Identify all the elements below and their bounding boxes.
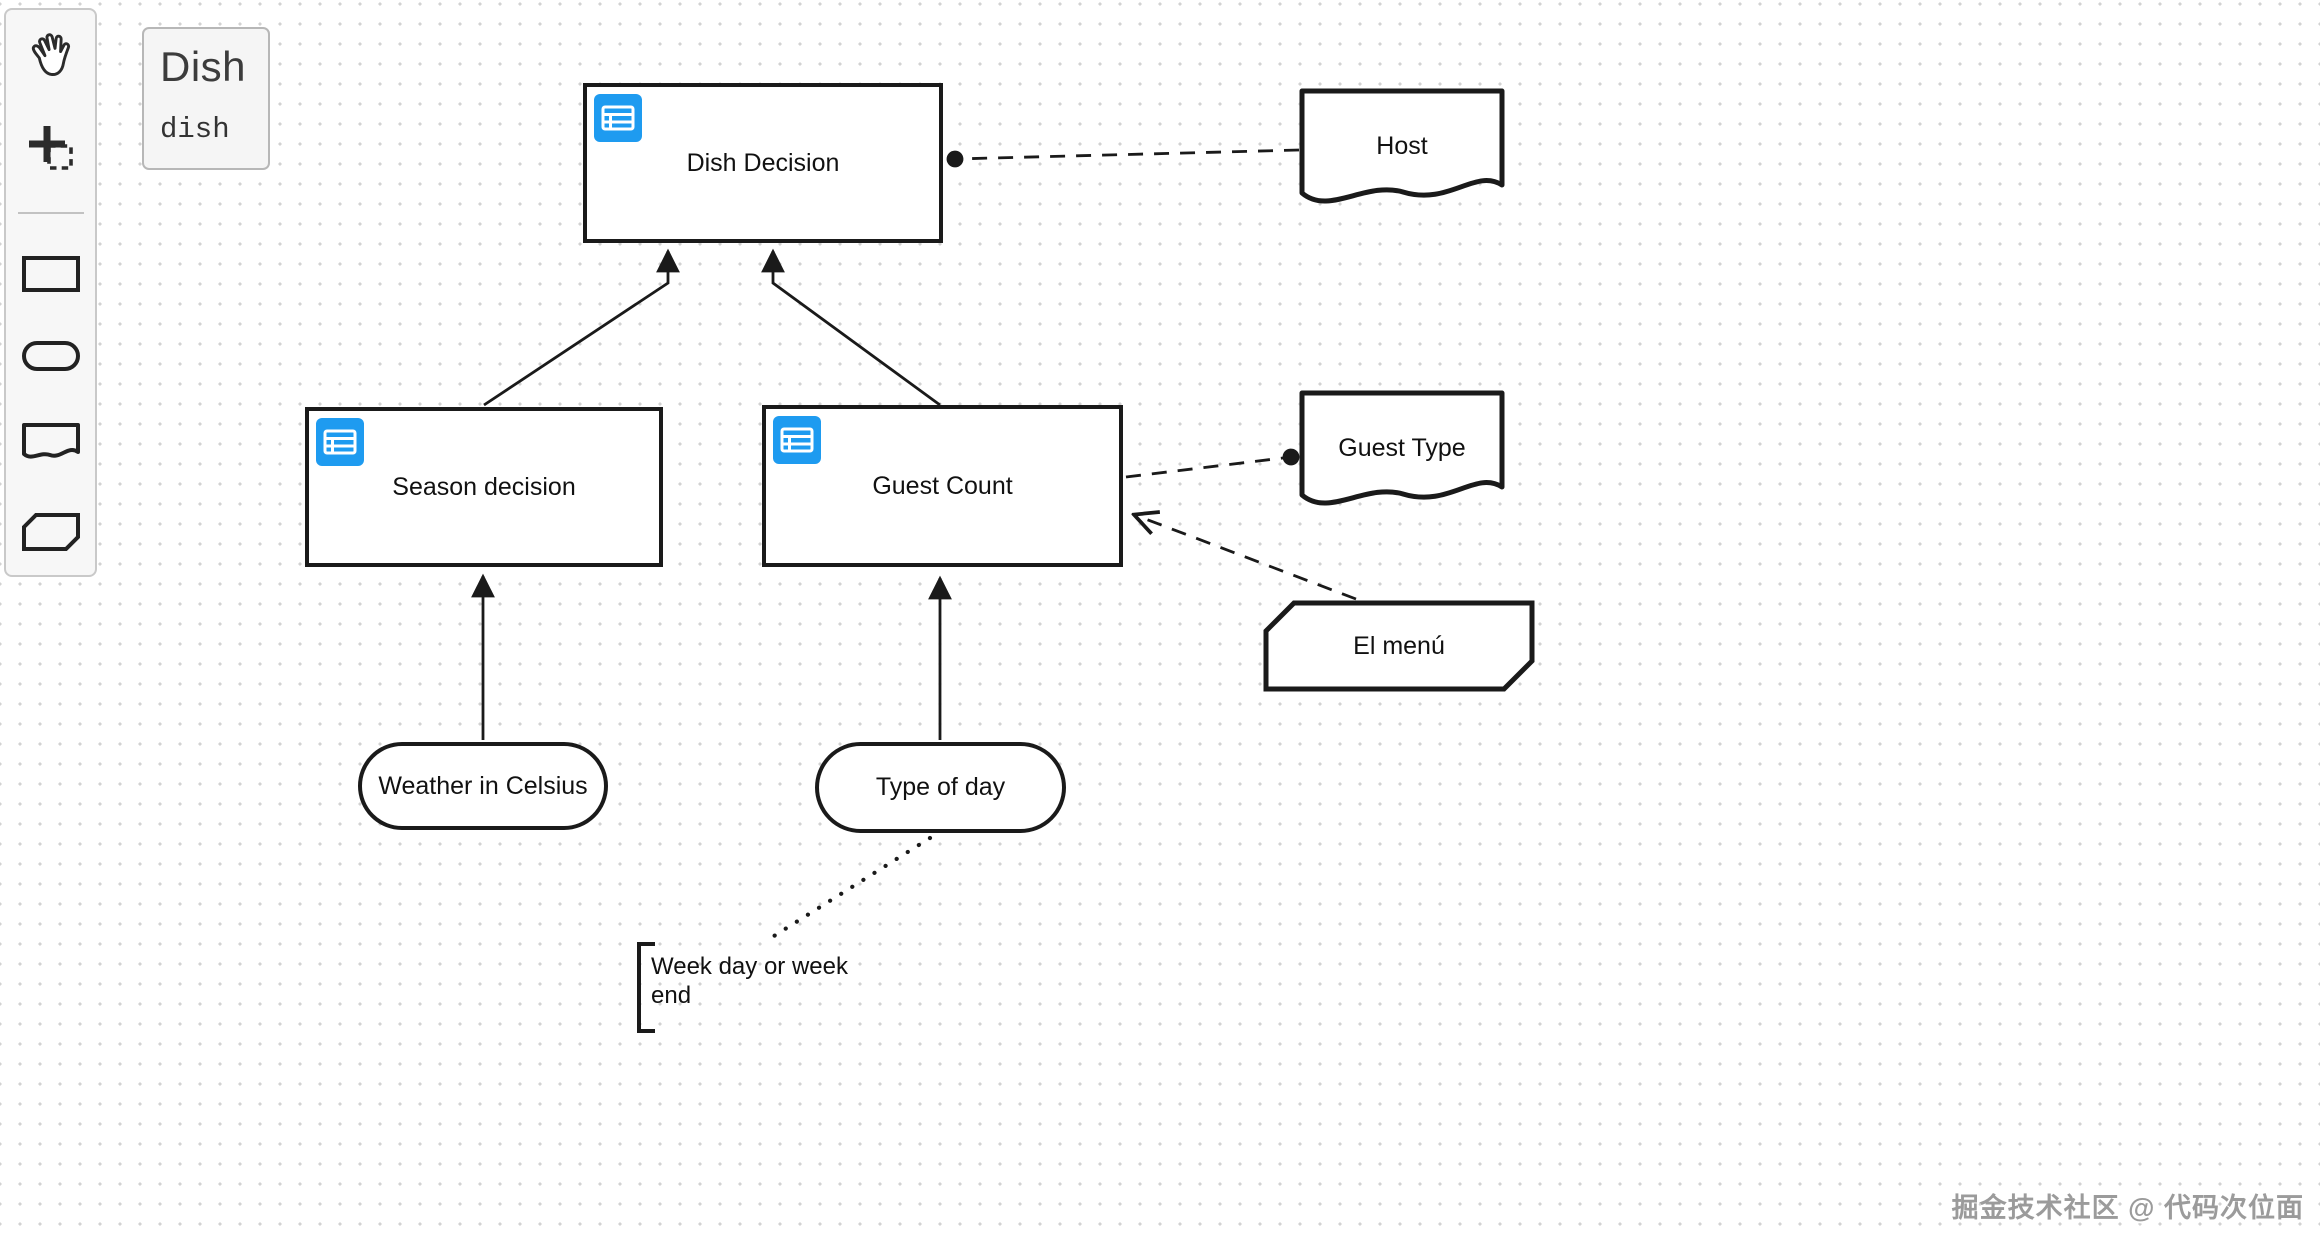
- annotation-bracket: [637, 942, 655, 1033]
- node-guest-type[interactable]: Guest Type: [1299, 390, 1505, 522]
- toolbar-divider: [17, 211, 84, 214]
- decision-table-icon: [773, 416, 821, 464]
- node-el-menu[interactable]: El menú: [1263, 600, 1535, 692]
- node-type-of-day[interactable]: Type of day: [815, 742, 1066, 833]
- edge-host-to-dish[interactable]: [946, 148, 1300, 168]
- watermark-text: 掘金技术社区 @ 代码次位面: [1951, 1193, 2304, 1223]
- crosshair-select-icon: [23, 120, 79, 176]
- document-icon: [21, 422, 81, 466]
- node-annotation[interactable]: Week day or week end: [651, 953, 848, 1010]
- edge-elmenu-to-guestcount[interactable]: [1135, 515, 1357, 601]
- input-data-shape-button[interactable]: [15, 314, 87, 400]
- model-overview-card[interactable]: Dish dish: [142, 27, 270, 170]
- stadium-icon: [21, 340, 81, 372]
- edge-guesttype-to-guestcount[interactable]: [1125, 448, 1300, 479]
- decision-table-icon: [316, 418, 364, 466]
- edge-typeofday-to-annotation[interactable]: [763, 835, 933, 944]
- decision-shape-button[interactable]: [15, 234, 87, 314]
- node-dish-decision[interactable]: Dish Decision: [583, 83, 943, 243]
- node-guest-count[interactable]: Guest Count: [762, 405, 1123, 567]
- select-tool-button[interactable]: [15, 102, 87, 194]
- business-knowledge-shape-button[interactable]: [15, 489, 87, 575]
- hand-tool-button[interactable]: [15, 16, 87, 102]
- node-host[interactable]: Host: [1299, 88, 1505, 220]
- edge-guestcount-to-dish[interactable]: [761, 248, 941, 407]
- hand-icon: [24, 30, 78, 88]
- edge-season-to-dish[interactable]: [483, 248, 680, 407]
- model-title: Dish: [160, 43, 247, 90]
- rectangle-icon: [21, 255, 81, 293]
- node-weather-in-celsius[interactable]: Weather in Celsius: [358, 742, 608, 830]
- decision-table-icon: [594, 94, 642, 142]
- model-id: dish: [160, 113, 230, 146]
- node-season-decision[interactable]: Season decision: [305, 407, 663, 567]
- knowledge-source-shape-button[interactable]: [15, 399, 87, 489]
- card-icon: [21, 512, 81, 552]
- shape-toolbar: [4, 8, 97, 577]
